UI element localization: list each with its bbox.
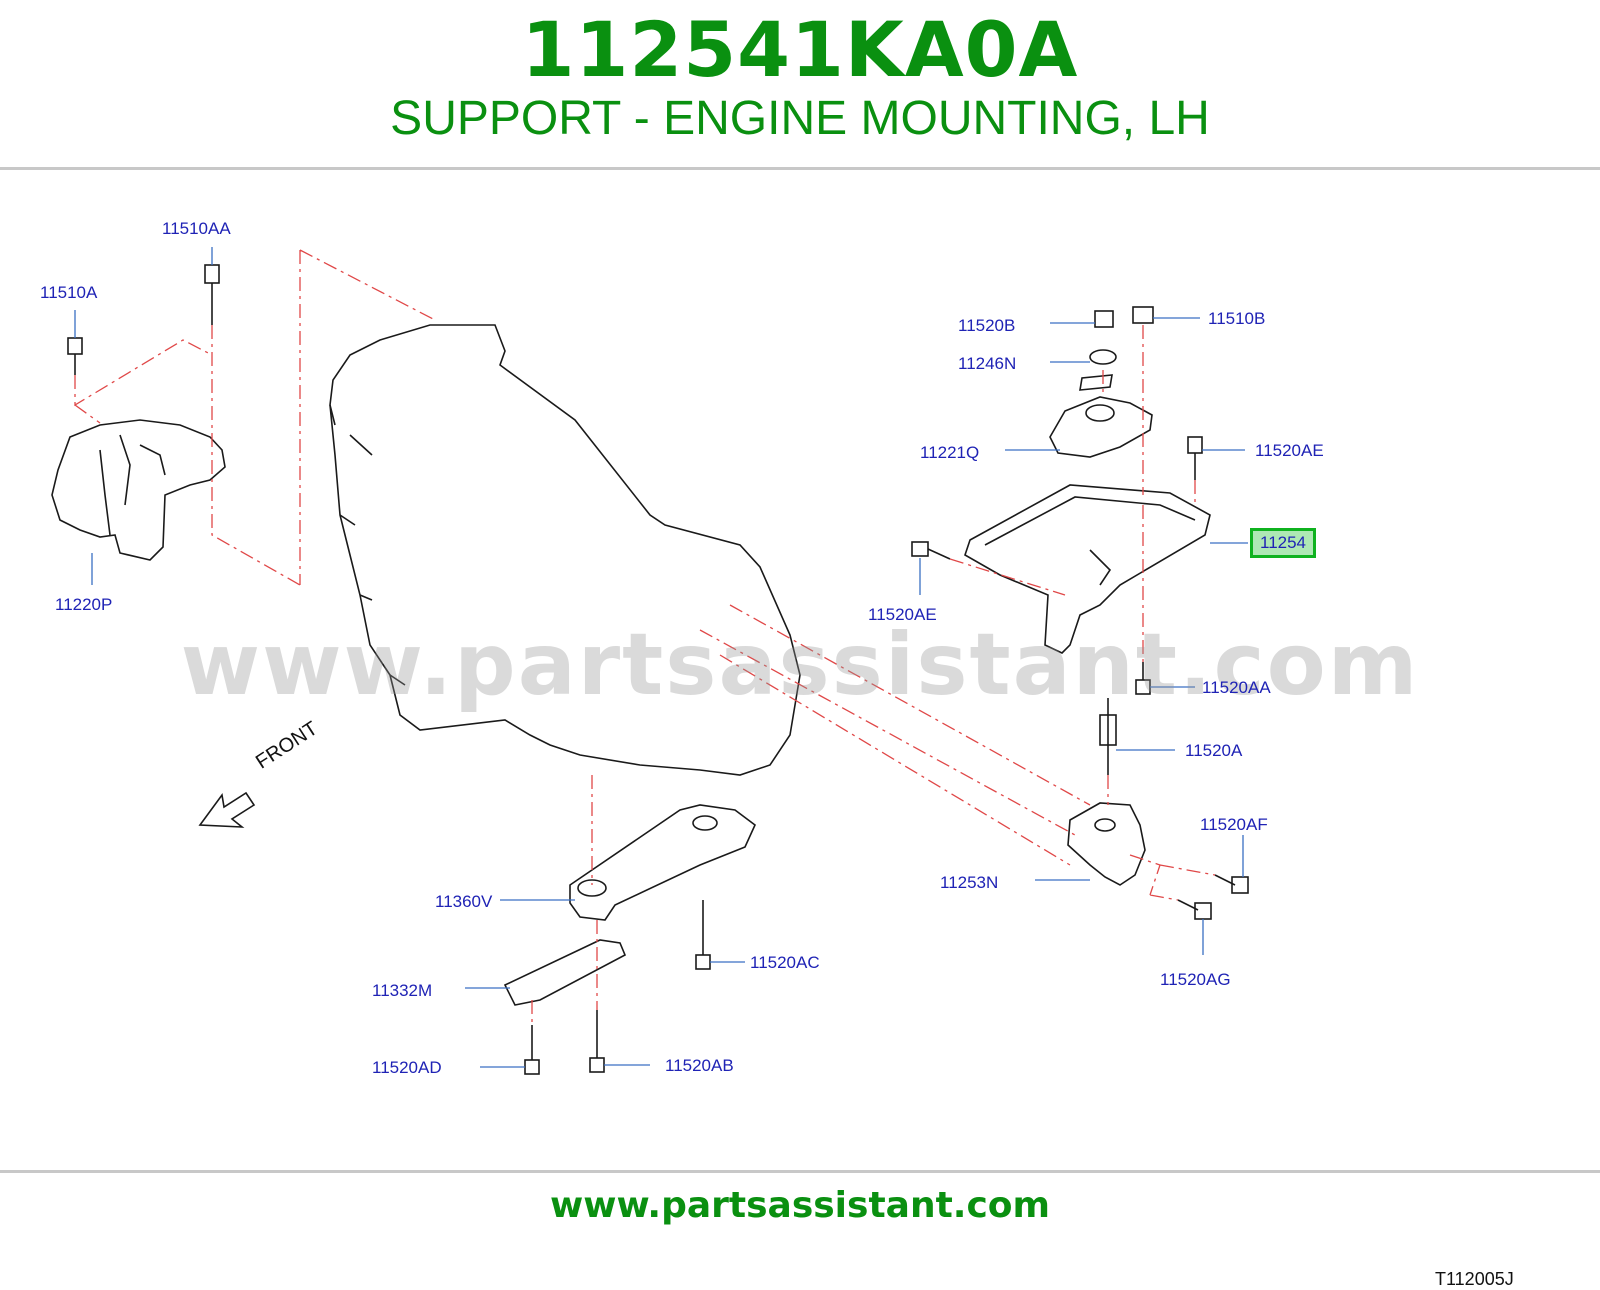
stud-11520A — [1099, 698, 1117, 775]
callout-11520AB[interactable]: 11520AB — [665, 1056, 734, 1075]
mount-11253N — [1067, 802, 1146, 886]
bolt-11520AA — [1135, 662, 1151, 695]
callout-11520AG[interactable]: 11520AG — [1160, 970, 1231, 989]
callout-11220P[interactable]: 11220P — [55, 595, 113, 614]
footer-website-link[interactable]: www.partsassistant.com — [549, 1185, 1051, 1226]
bolt-11510AA — [204, 264, 220, 325]
callout-11510B[interactable]: 11510B — [1208, 309, 1266, 328]
callout-11360V[interactable]: 11360V — [435, 892, 493, 911]
left-engine-mount — [51, 419, 226, 561]
callout-11520B[interactable]: 11520B — [958, 316, 1016, 335]
callout-11520AC[interactable]: 11520AC — [750, 953, 820, 972]
part-name-subtitle: SUPPORT - ENGINE MOUNTING, LH — [390, 92, 1210, 145]
washer — [1089, 349, 1117, 365]
part-number-title: 112541KA0A — [521, 5, 1079, 94]
bolt-11520AF — [1214, 874, 1249, 894]
callout-11520AF[interactable]: 11520AF — [1200, 815, 1268, 834]
exploded-parts-diagram: www.partsassistant.com 11510AA 11510A 11… — [0, 175, 1600, 1289]
bracket-11254 — [964, 484, 1211, 654]
callout-11520AE-left[interactable]: 11520AE — [868, 605, 937, 624]
callout-11332M[interactable]: 11332M — [372, 981, 433, 1000]
callout-11520AA[interactable]: 11520AA — [1202, 678, 1271, 697]
callout-11253N[interactable]: 11253N — [940, 873, 999, 892]
header-divider — [0, 167, 1600, 170]
callout-11221Q[interactable]: 11221Q — [920, 443, 980, 462]
bolt-11520AC — [695, 900, 711, 970]
footer-divider — [0, 1170, 1600, 1173]
front-arrow-icon — [198, 791, 256, 828]
nut-11520B — [1094, 310, 1114, 328]
diagram-drawing — [51, 247, 1249, 1075]
bolt-11520AB — [589, 1010, 605, 1073]
callout-11246N[interactable]: 11246N — [958, 354, 1017, 373]
bolt-11520AG — [1177, 899, 1212, 920]
bolt-11520AD — [524, 1025, 540, 1075]
diagram-code: T112005J — [1435, 1269, 1514, 1289]
callout-11510AA[interactable]: 11510AA — [162, 219, 231, 238]
callout-11520AD[interactable]: 11520AD — [372, 1058, 442, 1077]
callout-11520AE-top[interactable]: 11520AE — [1255, 441, 1324, 460]
nut-11510B — [1132, 306, 1154, 324]
engine-block — [329, 324, 801, 776]
assembly-lines — [74, 249, 1216, 1025]
torque-rod — [569, 804, 756, 921]
bracket-11332M — [503, 939, 627, 1006]
callout-11254-highlighted[interactable]: 11254 — [1250, 528, 1317, 558]
callout-11510A[interactable]: 11510A — [40, 283, 98, 302]
bolt-11520AE-left — [911, 541, 951, 560]
leader-lines — [74, 247, 1248, 1068]
bolt-11520AE-top — [1187, 436, 1203, 480]
callout-11520A[interactable]: 11520A — [1185, 741, 1243, 760]
insulator — [1049, 396, 1153, 458]
bolt-11510A — [67, 337, 83, 375]
